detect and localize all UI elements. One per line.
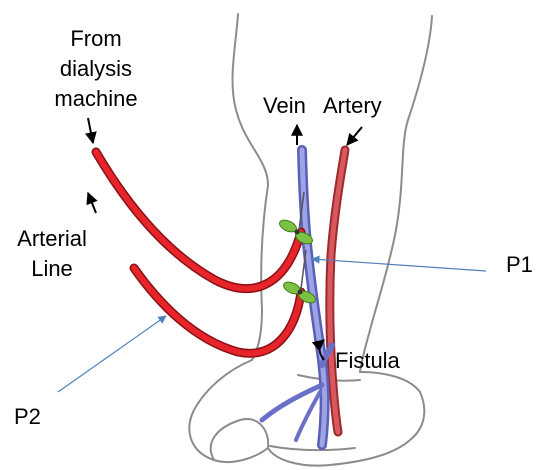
from-label-line1: From (70, 26, 121, 51)
from-label-line2: dialysis (60, 56, 132, 81)
arterial-line-arrow (88, 193, 96, 213)
needle-upper-hub (295, 230, 300, 235)
fistula-label: Fistula (335, 348, 401, 373)
p1-pointer (312, 259, 486, 271)
p1-label: P1 (506, 252, 533, 277)
from-machine-arrow (88, 118, 93, 143)
artery (330, 150, 345, 432)
artery-label: Artery (323, 93, 382, 118)
tubes (96, 152, 301, 353)
from-label-line3: machine (54, 86, 137, 111)
arm-outline-right (360, 16, 432, 372)
arm-outline-left (233, 14, 268, 360)
needle-lower-hub (298, 290, 303, 295)
p2-label: P2 (14, 404, 41, 429)
arterial-line-label-line2: Line (31, 256, 73, 281)
vein-label: Vein (263, 93, 306, 118)
arterial-line-label-line1: Arterial (17, 226, 87, 251)
venous-return-tube-core (96, 152, 301, 289)
artery-label-arrow (347, 127, 362, 145)
vein-branch-lower (296, 392, 320, 440)
knuckle-line (270, 446, 355, 450)
p2-pointer (58, 316, 166, 392)
